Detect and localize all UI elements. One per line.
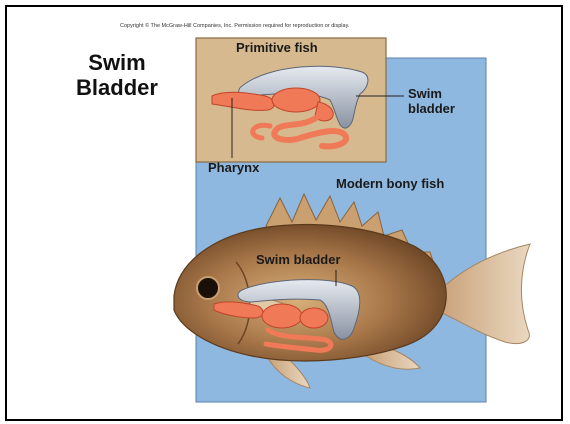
label-pharynx: Pharynx bbox=[208, 160, 259, 175]
label-swim-bladder-top-line1: Swim bbox=[408, 86, 455, 101]
fish-eye bbox=[197, 277, 219, 299]
label-primitive-fish: Primitive fish bbox=[236, 40, 318, 55]
label-modern-bony-fish: Modern bony fish bbox=[336, 176, 444, 191]
label-swim-bladder-fish: Swim bladder bbox=[256, 252, 341, 267]
label-swim-bladder-top: Swim bladder bbox=[408, 86, 455, 116]
label-swim-bladder-top-line2: bladder bbox=[408, 101, 455, 116]
